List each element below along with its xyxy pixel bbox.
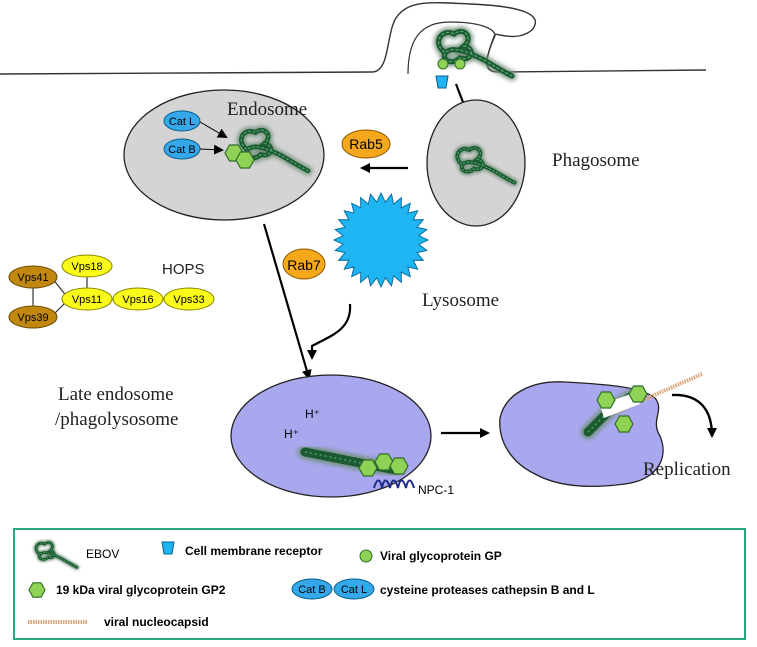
- svg-text:Vps16: Vps16: [122, 294, 153, 306]
- virus-entering: [435, 31, 512, 89]
- vps33-node: Vps33: [163, 287, 215, 311]
- legend-gp2: 19 kDa viral glycoprotein GP2: [56, 583, 226, 597]
- svg-text:Rab7: Rab7: [287, 257, 321, 273]
- phagosome-label: Phagosome: [552, 150, 640, 171]
- vps11-node: Vps11: [61, 287, 113, 311]
- legend-cat-b-icon: Cat B: [291, 578, 333, 600]
- npc1-coil: [373, 479, 415, 489]
- late-endosome-vesicle: [230, 374, 432, 498]
- receptor-icon: [435, 75, 449, 89]
- legend-cathepsins: cysteine proteases cathepsin B and L: [380, 583, 595, 597]
- lysosome-star: [332, 191, 430, 289]
- svg-text:Rab5: Rab5: [349, 136, 383, 152]
- legend-cat-l-icon: Cat L: [333, 578, 375, 600]
- cat-l-badge: Cat L: [163, 110, 201, 132]
- svg-text:Vps18: Vps18: [71, 261, 102, 273]
- legend-box: [13, 528, 746, 640]
- svg-text:Cat B: Cat B: [298, 584, 326, 596]
- arrow-replication: [671, 393, 717, 438]
- rab7-badge: Rab7: [282, 248, 326, 280]
- replication-virus: [581, 372, 703, 439]
- arrow-endosome-to-late: [262, 223, 312, 380]
- hops-complex: Vps41 Vps39 Vps18 Vps11 Vps16 Vps33: [8, 254, 215, 329]
- svg-text:Cat B: Cat B: [168, 144, 196, 156]
- h-plus-2: H⁺: [284, 427, 299, 441]
- vps39-node: Vps39: [8, 305, 58, 329]
- npc1-label: NPC-1: [418, 483, 454, 497]
- cell-membrane: [0, 2, 707, 75]
- lysosome-label: Lysosome: [422, 290, 499, 311]
- svg-text:Vps39: Vps39: [17, 312, 48, 324]
- late-endosome-virus: [298, 445, 409, 477]
- replication-label: Replication: [643, 459, 731, 480]
- legend-nucleocapsid: viral nucleocapsid: [104, 615, 209, 629]
- hops-label: HOPS: [162, 261, 205, 278]
- legend-receptor: Cell membrane receptor: [185, 544, 323, 558]
- arrow-lysosome-to-late: [307, 303, 352, 360]
- svg-text:Cat L: Cat L: [169, 116, 195, 128]
- vps18-node: Vps18: [61, 254, 113, 278]
- cat-b-badge: Cat B: [163, 138, 201, 160]
- legend-receptor-icon: [161, 541, 175, 555]
- svg-text:Cat L: Cat L: [341, 584, 367, 596]
- legend-gp2-icon: [28, 582, 46, 598]
- legend-ebov: EBOV: [86, 547, 119, 561]
- late-endosome-label-2: /phagolysosome: [55, 409, 179, 430]
- legend-gp-icon: [359, 549, 373, 563]
- rab5-badge: Rab5: [341, 129, 391, 159]
- late-endosome-label-1: Late endosome: [58, 384, 174, 405]
- h-plus-1: H⁺: [305, 407, 320, 421]
- svg-text:Vps41: Vps41: [17, 272, 48, 284]
- svg-text:Vps33: Vps33: [173, 294, 204, 306]
- vps16-node: Vps16: [112, 287, 164, 311]
- legend-gp: Viral glycoprotein GP: [380, 549, 502, 563]
- endosome-label: Endosome: [227, 99, 307, 120]
- vps41-node: Vps41: [8, 265, 58, 289]
- svg-text:Vps11: Vps11: [72, 294, 102, 306]
